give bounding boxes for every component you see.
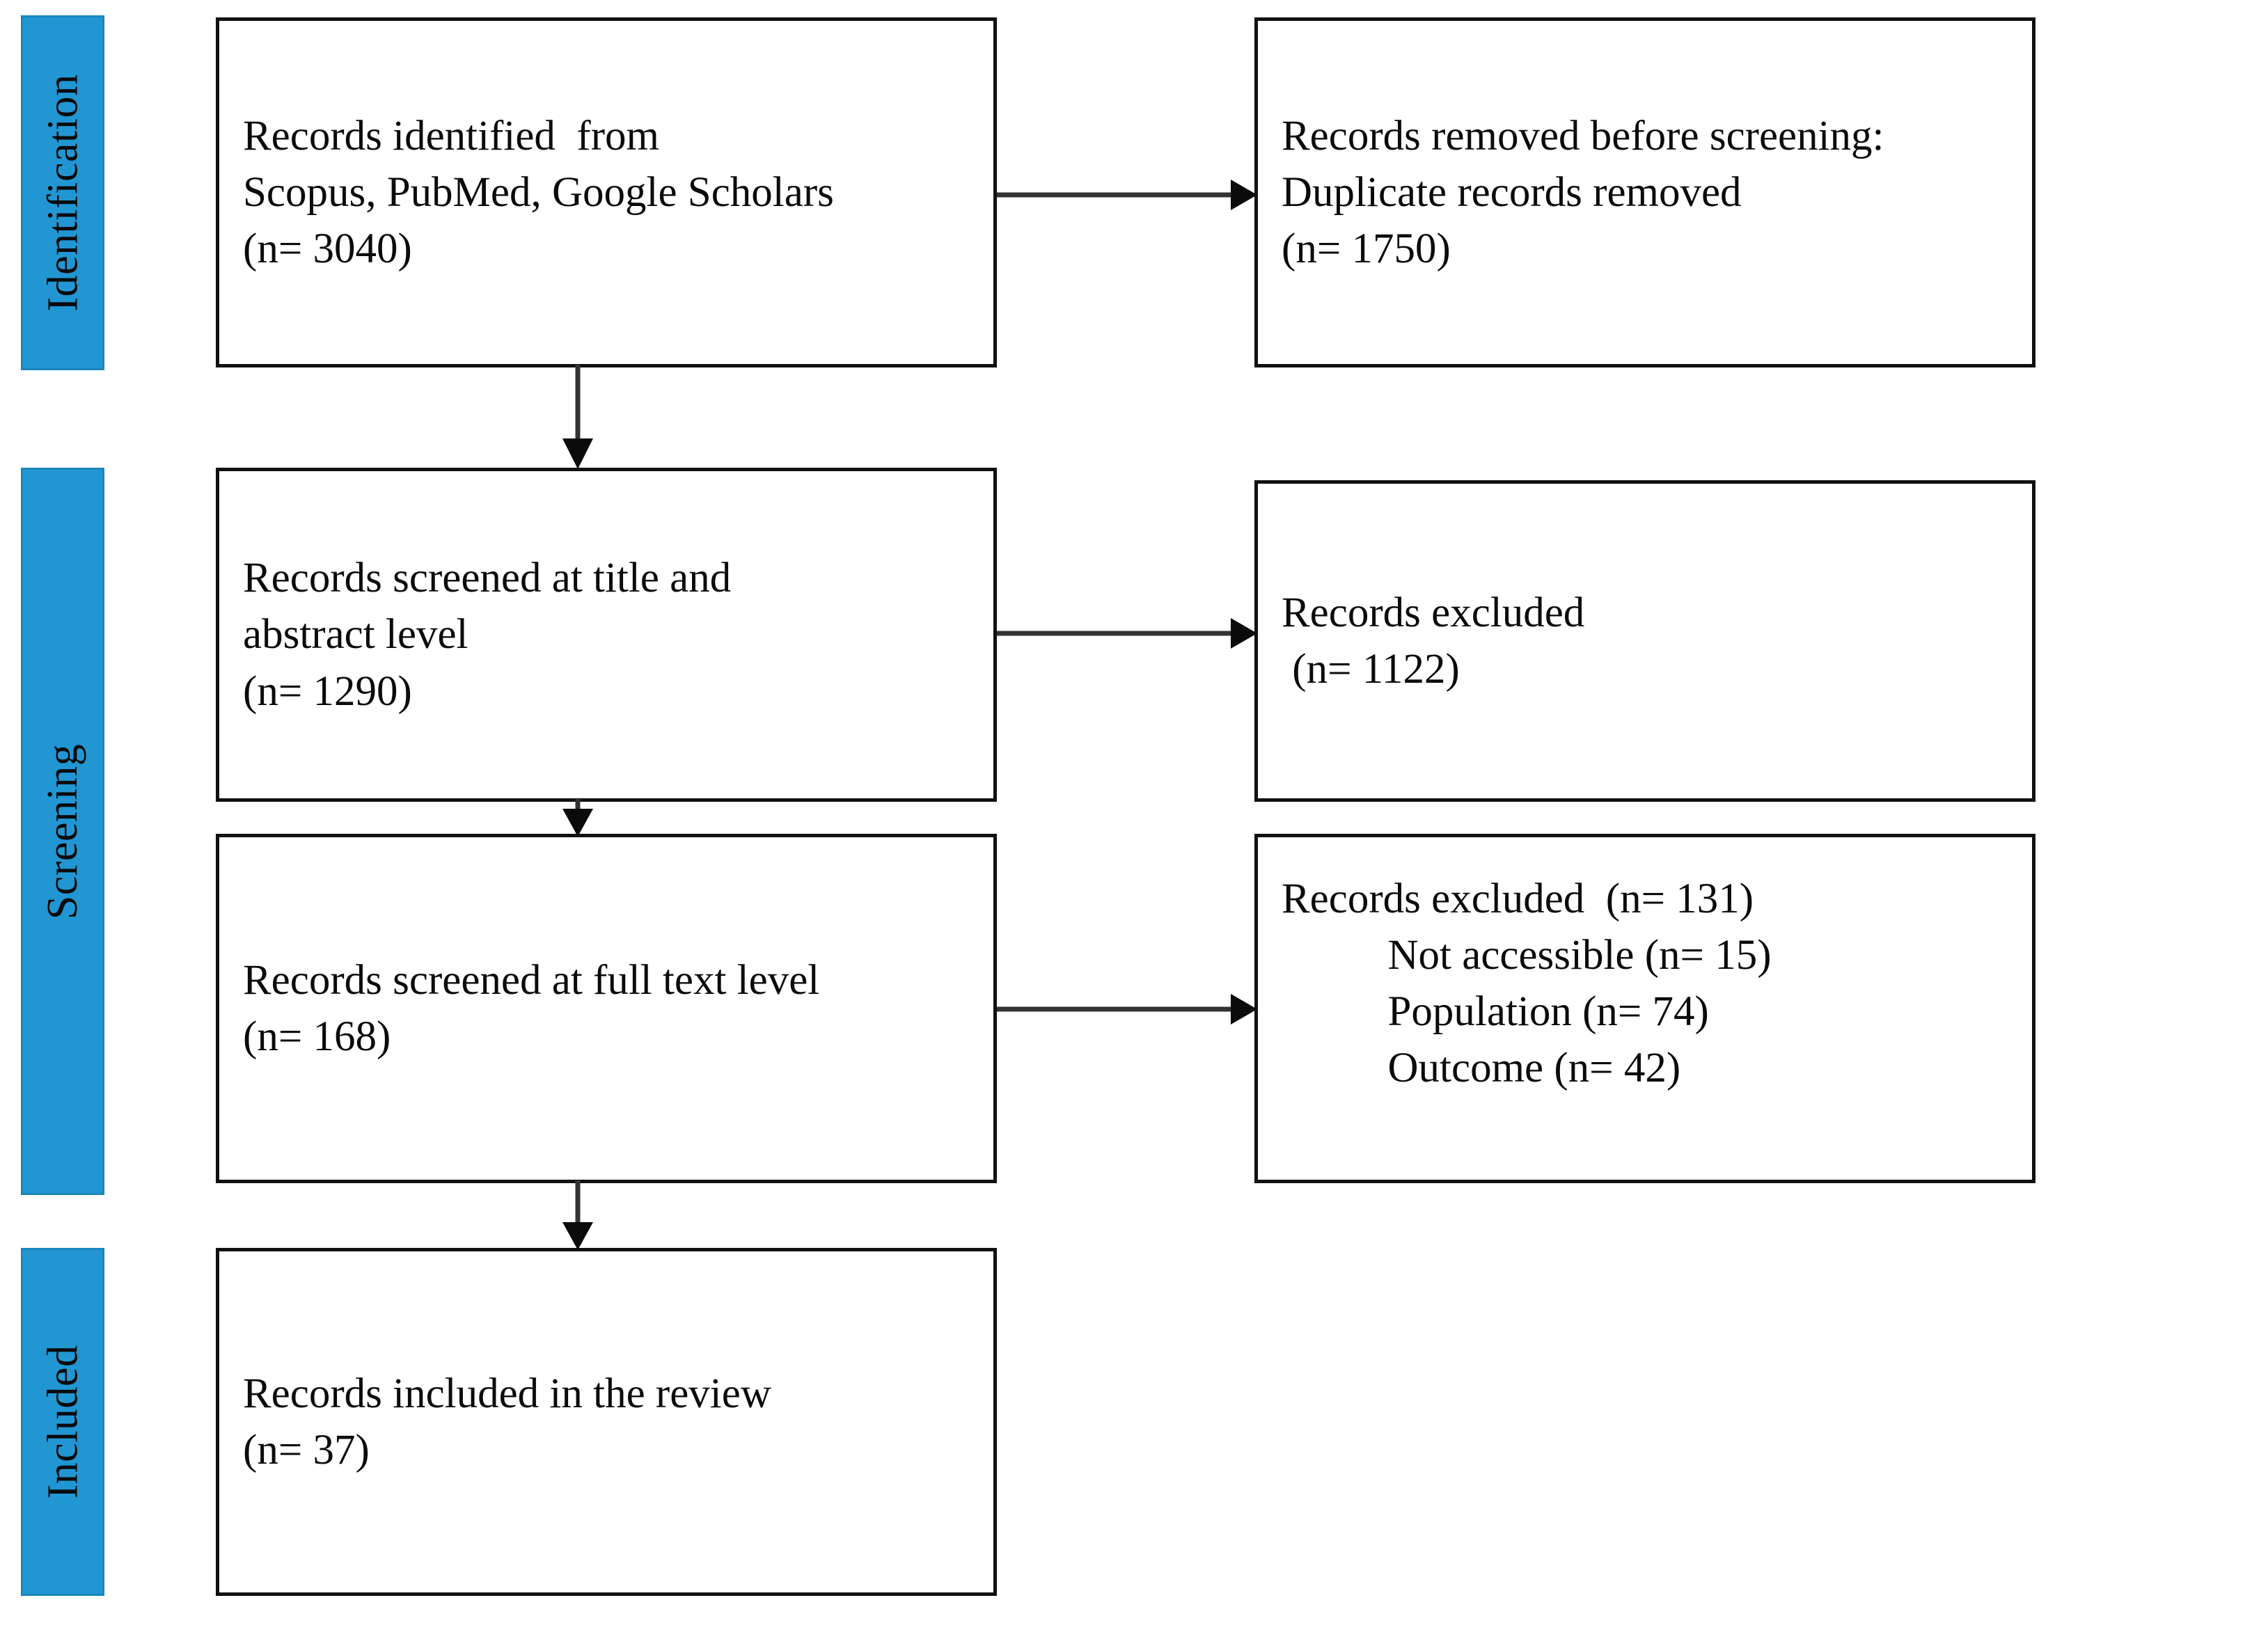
box-records-screened-full-text-text: Records screened at full text level (n= … [243,956,820,1060]
stage-bar-identification: Identification [21,15,104,370]
stage-label-included: Included [39,1345,87,1499]
box-records-identified: Records identified from Scopus, PubMed, … [216,17,997,367]
box-records-excluded-title-abstract-text: Records excluded (n= 1122) [1282,589,1585,693]
box-records-screened-full-text: Records screened at full text level (n= … [216,834,997,1183]
stage-bar-screening: Screening [21,468,104,1195]
box-records-excluded-full-text: Records excluded (n= 131) Not accessible… [1254,834,2035,1183]
stage-bar-included: Included [21,1248,104,1596]
connector-screened-full-to-included [557,1180,599,1253]
connector-identified-to-screened-title [557,365,599,470]
box-records-excluded-full-text-text: Records excluded (n= 131) Not accessible… [1282,876,1772,1092]
box-records-identified-text: Records identified from Scopus, PubMed, … [243,112,834,273]
box-records-screened-title-abstract: Records screened at title and abstract l… [216,468,997,802]
connector-screened-full-to-excluded [995,988,1259,1030]
box-records-removed-before-screening: Records removed before screening: Duplic… [1254,17,2035,367]
connector-screened-title-to-excluded [995,612,1259,654]
connector-screened-title-to-screened-full [557,799,599,838]
box-records-removed-before-screening-text: Records removed before screening: Duplic… [1282,112,1884,273]
box-records-excluded-title-abstract: Records excluded (n= 1122) [1254,480,2035,802]
box-records-included-review-text: Records included in the review (n= 37) [243,1370,771,1473]
box-records-screened-title-abstract-text: Records screened at title and abstract l… [243,555,732,715]
connector-identified-to-removed [995,174,1259,216]
stage-label-screening: Screening [39,743,87,919]
stage-label-identification: Identification [39,74,87,312]
box-records-included-review: Records included in the review (n= 37) [216,1248,997,1596]
